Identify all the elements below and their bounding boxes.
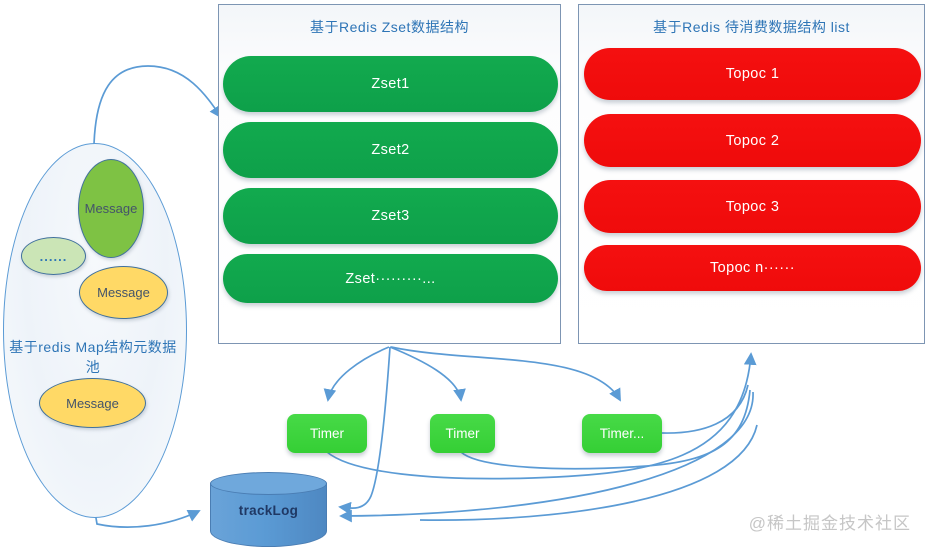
edge-zset-to-timer2 <box>389 346 466 402</box>
zset-panel: 基于Redis Zset数据结构 Zset1 Zset2 Zset3 Zset·… <box>218 4 561 344</box>
zset-item-2: Zset2 <box>223 122 558 178</box>
pending-list-panel-title: 基于Redis 待消费数据结构 list <box>653 19 850 35</box>
edge-list-to-tracklog-1 <box>339 391 754 523</box>
timer-1: Timer <box>287 414 367 453</box>
timer-3: Timer... <box>582 414 662 453</box>
pool-message-green-label: Message <box>84 201 138 216</box>
topic-item-more: Topoc n······ <box>584 245 921 291</box>
pool-message-yellow-1-ellipse: Message <box>79 266 168 319</box>
edge-timer1-to-list <box>326 352 757 480</box>
pool-message-yellow-2-label: Message <box>66 395 119 411</box>
edge-zset-to-timer3 <box>390 346 621 402</box>
zset-panel-title: 基于Redis Zset数据结构 <box>310 19 469 35</box>
topic-item-1: Topoc 1 <box>584 48 921 100</box>
tracklog-label: trackLog <box>238 503 299 518</box>
tracklog-cylinder-top <box>210 472 327 495</box>
edge-timer3-to-list <box>661 384 749 434</box>
pool-ellipsis-label: ...... <box>39 248 68 264</box>
topic-item-3: Topoc 3 <box>584 180 921 233</box>
zset-item-3: Zset3 <box>223 188 558 244</box>
pool-message-yellow-1-label: Message <box>97 285 150 300</box>
pending-list-panel: 基于Redis 待消费数据结构 list Topoc 1 Topoc 2 Top… <box>578 4 925 344</box>
topic-item-2: Topoc 2 <box>584 114 921 167</box>
timer-2: Timer <box>430 414 495 453</box>
pool-label: 基于redis Map结构元数据池 <box>9 339 177 376</box>
edge-zset-to-timer1 <box>323 346 390 402</box>
edge-pool-to-zset <box>93 65 223 145</box>
zset-item-1: Zset1 <box>223 56 558 112</box>
pool-message-green-ellipse: Message <box>78 159 144 258</box>
pool-message-yellow-2-ellipse: Message <box>39 378 146 428</box>
zset-item-more: Zset·········... <box>223 254 558 303</box>
pool-ellipsis-ellipse: ...... <box>21 237 86 275</box>
watermark: @稀土掘金技术社区 <box>748 514 911 533</box>
